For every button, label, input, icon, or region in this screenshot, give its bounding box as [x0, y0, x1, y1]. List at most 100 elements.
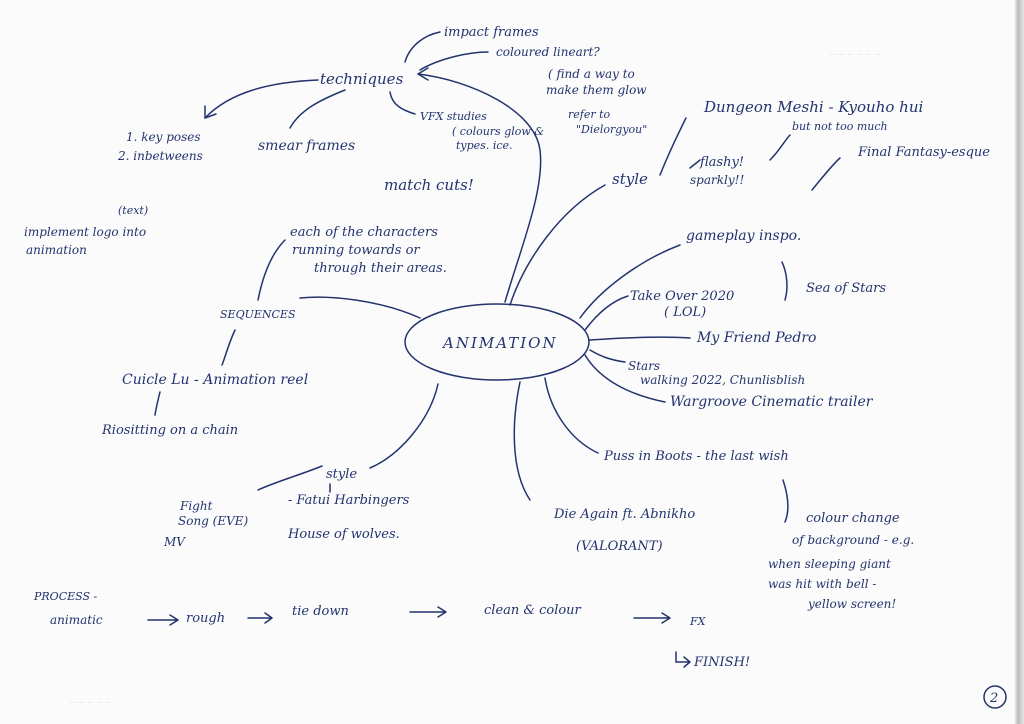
style-not-too-much: but not too much [792, 120, 888, 133]
connector-center-techniques [417, 73, 542, 303]
sequences-characters-line-1: each of the characters [290, 225, 438, 240]
technique-vfx-studies: VFX studies [420, 110, 487, 123]
technique-refer-name: "Dielorgyou" [576, 123, 647, 136]
process-step-animatic: animatic [50, 613, 103, 627]
connector-center-pedro [589, 336, 691, 341]
connector-dieagain-colourchange [782, 479, 789, 523]
lower-style-label: style [326, 467, 357, 482]
sequences-riositting: Riositting on a chain [101, 423, 238, 438]
arrow-head [204, 105, 217, 119]
sequences-match-cuts: match cuts! [384, 176, 474, 194]
sequences-logo-line-2: animation [26, 243, 87, 257]
lower-style-fatui: - Fatui Harbingers [288, 493, 410, 508]
sequences-characters-line-3: through their areas. [314, 261, 447, 276]
gameplay-wargroove: Wargroove Cinematic trailer [670, 394, 874, 410]
lower-style-fight: Fight [179, 499, 213, 513]
connector-final-fantasy [811, 157, 841, 191]
technique-vfx-note-2: types. ice. [456, 139, 513, 152]
film-die-again: Die Again ft. Abnikho [553, 507, 695, 522]
style-flashy: flashy! [699, 155, 744, 170]
connector-center-style [509, 184, 606, 306]
film-valorant: (VALORANT) [576, 539, 663, 554]
connector-flashy-notmuch [769, 134, 791, 161]
lower-style-house-of-wolves: House of wolves. [287, 527, 400, 542]
film-note-line-5: yellow screen! [807, 597, 896, 611]
connector-lowerstyle-fight [257, 465, 323, 491]
process-arrow [147, 614, 179, 626]
page-number: 2 [989, 691, 998, 706]
process-step-clean-colour: clean & colour [484, 603, 582, 618]
technique-smear-frames: smear frames [258, 138, 355, 154]
connector-style-flashy [689, 159, 701, 169]
process-label: PROCESS - [33, 590, 98, 603]
connector-sequences-cuicle [221, 329, 236, 366]
gameplay-lol: ( LOL) [664, 305, 706, 320]
connector-center-puss [544, 377, 599, 454]
process-arrow [409, 606, 447, 618]
gameplay-take-over: Take Over 2020 [630, 289, 734, 304]
page-number-circle [983, 685, 1007, 709]
process-step-fx: FX [689, 615, 707, 628]
technique-note-line-2: make them glow [546, 83, 647, 97]
connector-center-lowerstyle [369, 383, 439, 469]
style-dungeon-meshi: Dungeon Meshi - Kyouho hui [703, 98, 923, 116]
sequences-characters-line-2: running towards or [292, 243, 420, 258]
connector-techniques-keyposes [204, 79, 319, 119]
connector-style-dungeon [659, 117, 687, 176]
connector-center-sequences [299, 296, 421, 319]
connector-sequences-matchcuts [257, 239, 286, 301]
gameplay-stars-walking: walking 2022, Chunlisblish [640, 373, 805, 387]
gameplay-sea-of-stars: Sea of Stars [806, 281, 886, 296]
connector-techniques-smear [289, 89, 346, 129]
connector-center-gameplay [579, 244, 681, 319]
film-note-line-3: when sleeping giant [768, 557, 891, 571]
connector-techniques-impact [404, 31, 441, 63]
show-through-text: _ _ _ _ _ [69, 690, 112, 703]
film-note-line-4: was hit with bell - [768, 577, 876, 591]
technique-note-line-1: ( find a way to [548, 67, 635, 81]
connector-lines [147, 31, 841, 668]
process-step-rough: rough [186, 611, 225, 626]
process-finish: FINISH! [693, 655, 750, 670]
film-note-line-2: of background - e.g. [792, 533, 914, 547]
center-label: ANIMATION [441, 334, 558, 352]
arrow-head [417, 67, 429, 81]
gameplay-my-friend-pedro: My Friend Pedro [696, 330, 816, 346]
technique-vfx-note-1: ( colours glow & [452, 125, 544, 138]
style-final-fantasy: Final Fantasy-esque [857, 145, 990, 160]
technique-inbetweens: 2. inbetweens [117, 149, 203, 163]
technique-key-poses: 1. key poses [126, 130, 201, 144]
process-arrow [633, 612, 671, 624]
film-puss-in-boots: Puss in Boots - the last wish [603, 449, 789, 464]
sequences-cuicle-lu: Cuicle Lu - Animation reel [122, 372, 308, 388]
show-through-text: _ _ _ _ _ _ [829, 42, 881, 55]
gameplay-stars: Stars [628, 359, 660, 373]
sequences-label: SEQUENCES [220, 308, 296, 321]
sequences-text-tag: (text) [118, 204, 148, 217]
technique-impact-frames: impact frames [444, 25, 539, 40]
center-oval [404, 303, 590, 381]
technique-refer-to: refer to [568, 108, 611, 121]
lower-style-mv: MV [163, 535, 186, 549]
process-arrow [247, 612, 273, 624]
connector-center-stars [589, 349, 626, 363]
connector-center-wargroove [584, 354, 666, 403]
connector-techniques-lineart [419, 51, 489, 71]
page-edge-shadow [1014, 0, 1024, 724]
connector-center-dieagain [513, 381, 531, 501]
style-label: style [612, 170, 648, 188]
technique-coloured-lineart: coloured lineart? [496, 45, 600, 59]
style-sparkly: sparkly!! [690, 173, 744, 187]
lower-style-song-eve: Song (EVE) [178, 514, 249, 528]
gameplay-label: gameplay inspo. [686, 228, 801, 244]
film-note-line-1: colour change [806, 511, 900, 526]
sequences-logo-line-1: implement logo into [24, 225, 146, 239]
process-step-tie-down: tie down [292, 604, 349, 619]
connector-cuicle-riositting [154, 391, 161, 416]
connector-center-takeover [584, 295, 629, 331]
connector-techniques-vfx [389, 91, 416, 115]
connector-takeover-seaofstars [781, 261, 788, 301]
process-arrow [675, 651, 691, 668]
